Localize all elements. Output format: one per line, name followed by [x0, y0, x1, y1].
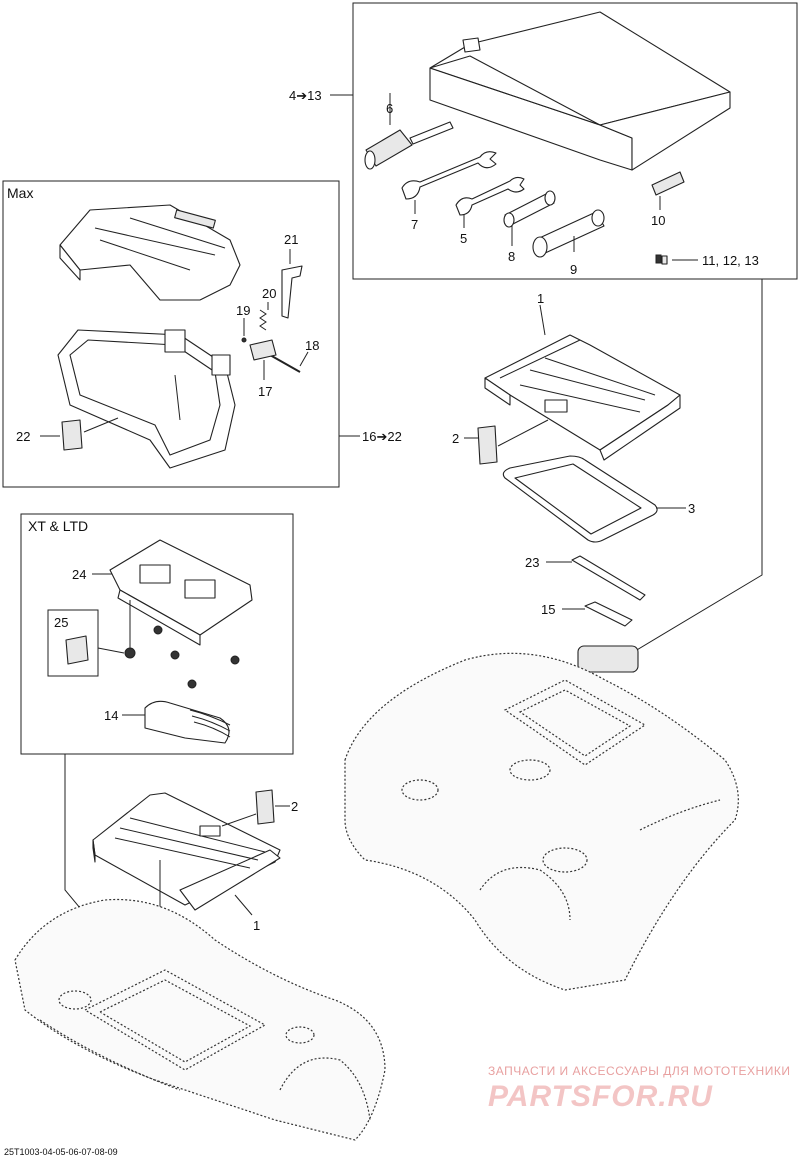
tool-kit-location-line: [619, 279, 763, 661]
xt-ltd-box-title: XT & LTD: [28, 518, 88, 534]
max-storage-lid: [59, 204, 241, 301]
callout-19: 19: [236, 303, 250, 318]
callout-21: 21: [284, 232, 298, 247]
callout-5: 5: [460, 231, 467, 246]
tool-kit-range-label: 4➔13: [289, 88, 322, 103]
fastener-part-25: [47, 600, 136, 677]
socket-wrench-part-9: [532, 209, 605, 258]
fuse-puller-part-10: [651, 171, 685, 210]
callout-6: 6: [386, 101, 393, 116]
max-box-title: Max: [7, 185, 33, 201]
tool-bag: [429, 11, 731, 171]
xt-ltd-box: XT & LTD 24 25 14: [20, 513, 294, 755]
callout-7: 7: [411, 217, 418, 232]
callout-22: 22: [16, 429, 30, 444]
bracket-part-23: [546, 555, 646, 601]
callout-8: 8: [508, 249, 515, 264]
clip-part-2-bottom: [221, 789, 290, 827]
watermark-tagline: ЗАПЧАСТИ И АКСЕССУАРЫ ДЛЯ МОТОТЕХНИКИ: [488, 1064, 790, 1078]
callout-3: 3: [688, 501, 695, 516]
wrench-part-5: [455, 176, 525, 228]
callout-25: 25: [54, 615, 68, 630]
xt-ltd-frame: [20, 513, 294, 755]
socket-wrench-part-8: [503, 190, 556, 246]
tool-kit-bag-small: [577, 645, 639, 673]
max-box: Max 16➔22 22: [2, 180, 402, 488]
callout-20: 20: [262, 286, 276, 301]
bolt-part-18: [269, 351, 309, 373]
callout-18: 18: [305, 338, 319, 353]
storage-base-part-24: [92, 539, 253, 646]
max-storage-tray: [57, 329, 236, 469]
screwdriver-part-6: [364, 93, 454, 170]
callout-14: 14: [104, 708, 118, 723]
callout-2-bottom: 2: [291, 799, 298, 814]
callout-9: 9: [570, 262, 577, 277]
wrench-part-7: [401, 151, 497, 214]
max-frame: [2, 180, 340, 488]
drawing-code: 25T1003-04-05-06-07-08-09: [4, 1147, 118, 1157]
callout-1-bottom: 1: [253, 918, 260, 933]
callout-23: 23: [525, 555, 539, 570]
tool-kit-frame: [352, 2, 798, 280]
rear-fender-top: [344, 652, 739, 991]
spring-part-20: [259, 302, 269, 331]
callout-17: 17: [258, 384, 272, 399]
callout-1-top: 1: [537, 291, 544, 306]
callout-10: 10: [651, 213, 665, 228]
seal-part-3: [502, 455, 686, 543]
latch-part-21: [281, 249, 303, 319]
max-range-label: 16➔22: [362, 429, 402, 444]
rear-rack-bottom: [92, 792, 281, 1020]
clip-part-22: [40, 417, 119, 451]
callout-11-12-13: 11, 12, 13: [702, 253, 759, 268]
hinge-part-17: [249, 339, 277, 380]
harness-part-14: [122, 700, 231, 744]
fuses-part-11-13: [655, 254, 698, 265]
clip-part-2-top: [464, 419, 549, 465]
callout-24: 24: [72, 567, 86, 582]
callout-2-top: 2: [452, 431, 459, 446]
callout-15: 15: [541, 602, 555, 617]
watermark-brand: PARTSFOR.RU: [488, 1080, 713, 1113]
tool-kit-box: 4➔13 6 7 5: [289, 2, 798, 280]
strap-part-15: [562, 601, 633, 627]
push-clips: [153, 625, 240, 689]
pin-part-19: [241, 318, 247, 343]
rear-rack-top: [484, 304, 681, 461]
rear-fender-bottom: [14, 898, 386, 1141]
